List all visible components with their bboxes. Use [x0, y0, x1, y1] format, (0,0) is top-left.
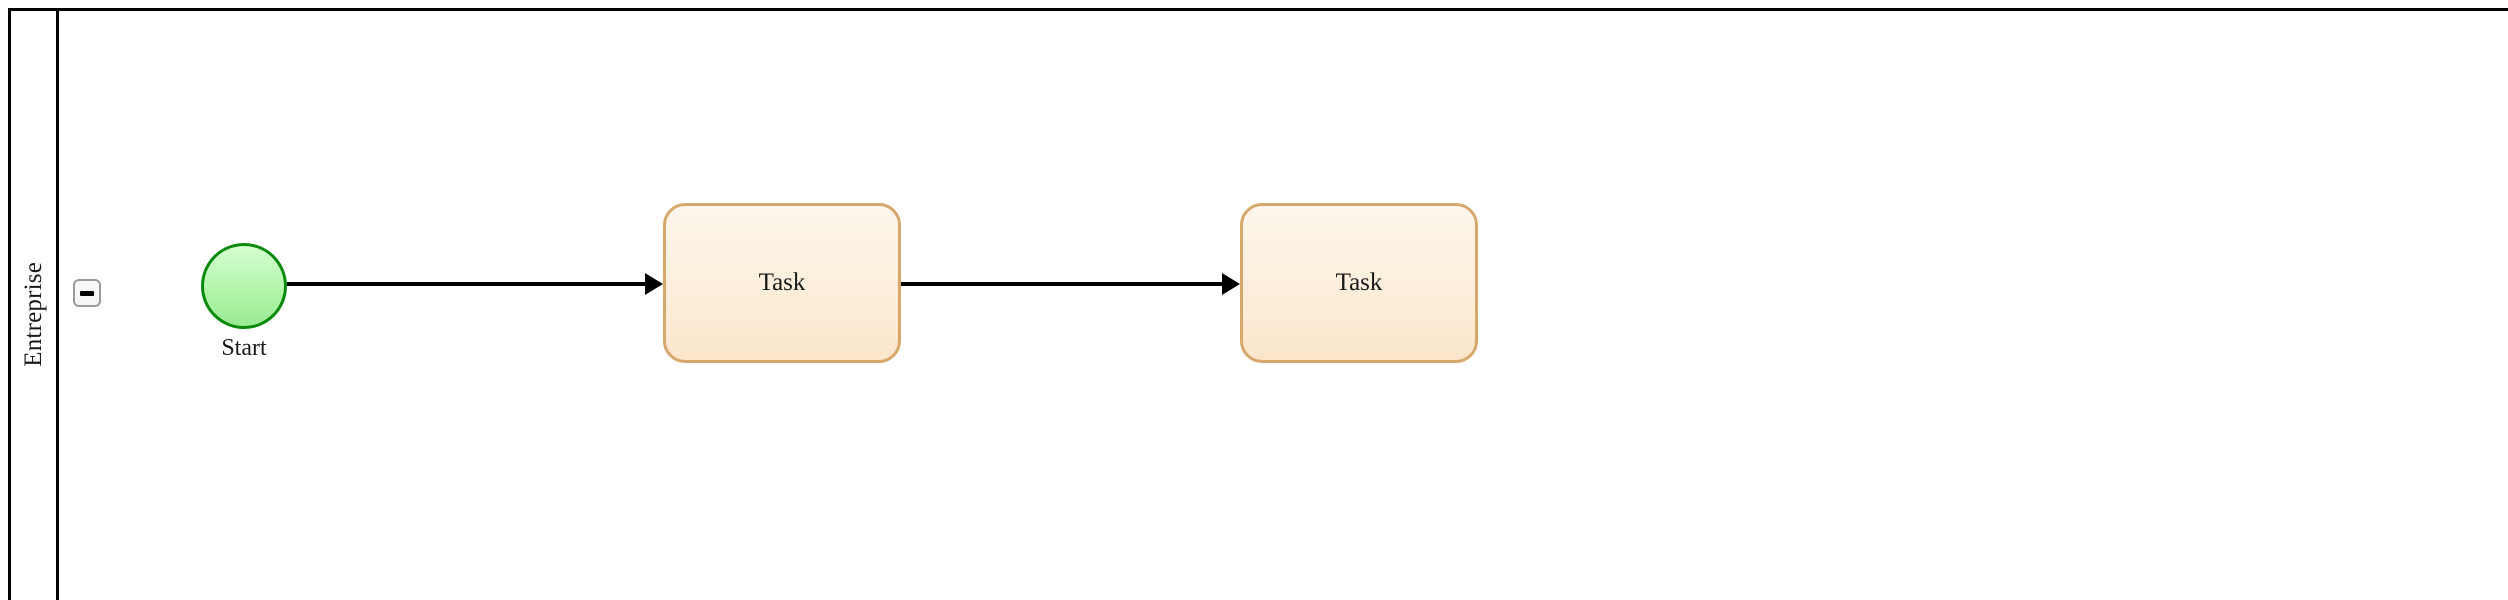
pool[interactable]: Entreprise Start Task	[8, 8, 2508, 600]
sequence-flow[interactable]	[901, 273, 1240, 295]
lane-header[interactable]: Entreprise	[11, 11, 59, 600]
collapse-toggle-button[interactable]	[73, 279, 101, 307]
lane-body: Start Task Task	[59, 11, 2508, 600]
minus-icon	[80, 290, 94, 296]
lane-title: Entreprise	[20, 261, 47, 367]
task-node[interactable]: Task	[1240, 203, 1478, 363]
task-label: Task	[758, 269, 806, 296]
arrow-head-icon	[1222, 273, 1240, 295]
start-event-label: Start	[221, 335, 267, 361]
start-event[interactable]: Start	[201, 243, 287, 361]
sequence-flow[interactable]	[287, 273, 663, 295]
task-node[interactable]: Task	[663, 203, 901, 363]
task-label: Task	[1335, 269, 1383, 296]
start-event-circle[interactable]	[201, 243, 287, 329]
arrow-head-icon	[645, 273, 663, 295]
